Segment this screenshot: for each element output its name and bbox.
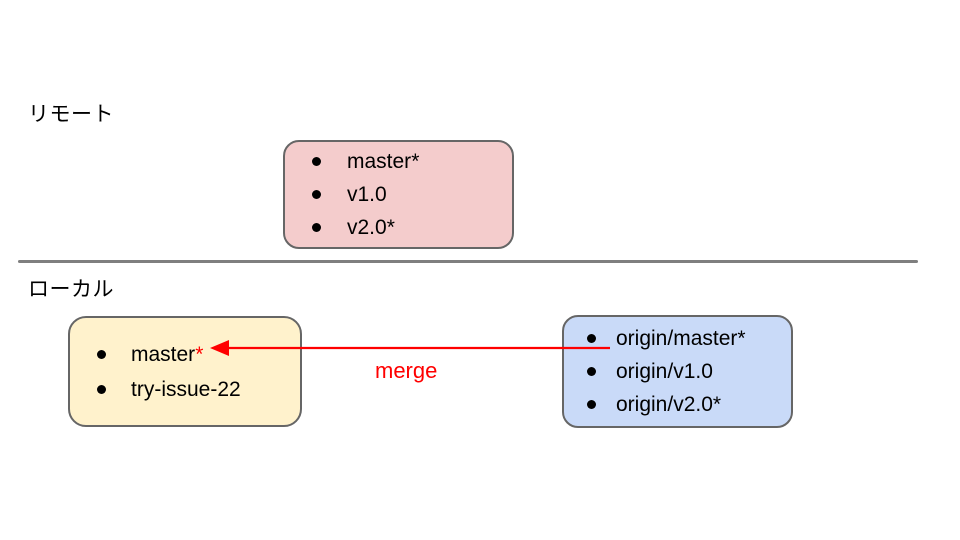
section-label-local: ローカル	[28, 278, 114, 301]
bullet-icon	[312, 223, 321, 232]
list-item: v2.0 *	[312, 217, 512, 238]
bullet-icon	[587, 400, 596, 409]
branch-star: *	[195, 342, 204, 366]
list-item: try-issue-22	[97, 379, 300, 400]
list-item: master *	[97, 344, 300, 365]
branch-star: *	[411, 150, 420, 173]
bullet-icon	[312, 157, 321, 166]
section-divider	[18, 260, 918, 263]
branch-name: master	[131, 342, 196, 366]
bullet-icon	[312, 190, 321, 199]
list-item: master *	[312, 151, 512, 172]
branch-name: origin/master	[616, 327, 738, 350]
section-label-remote: リモート	[28, 103, 114, 126]
branch-star: *	[386, 216, 395, 239]
bullet-icon	[587, 367, 596, 376]
branch-name: v1.0	[347, 183, 387, 206]
branch-star: *	[737, 327, 746, 350]
branch-name: master	[347, 150, 412, 173]
remote-branch-list: master * v1.0 v2.0 *	[285, 151, 512, 238]
list-item: origin/v2.0 *	[587, 394, 791, 415]
local-branch-list: master * try-issue-22	[70, 344, 300, 400]
list-item: origin/master *	[587, 328, 791, 349]
branch-name: try-issue-22	[131, 377, 241, 401]
bullet-icon	[587, 334, 596, 343]
remote-tracking-branch-list: origin/master * origin/v1.0 origin/v2.0 …	[564, 328, 791, 415]
list-item: origin/v1.0	[587, 361, 791, 382]
merge-arrow-label: merge	[375, 358, 438, 383]
bullet-icon	[97, 384, 106, 394]
branch-star: *	[712, 393, 722, 416]
local-branch-box: master * try-issue-22	[68, 316, 302, 427]
branch-name: v2.0	[347, 216, 387, 239]
branch-name: origin/v2.0	[616, 393, 713, 416]
remote-branch-box: master * v1.0 v2.0 *	[283, 140, 514, 249]
branch-name: origin/v1.0	[616, 360, 713, 383]
list-item: v1.0	[312, 184, 512, 205]
remote-tracking-branch-box: origin/master * origin/v1.0 origin/v2.0 …	[562, 315, 793, 428]
bullet-icon	[97, 349, 106, 359]
